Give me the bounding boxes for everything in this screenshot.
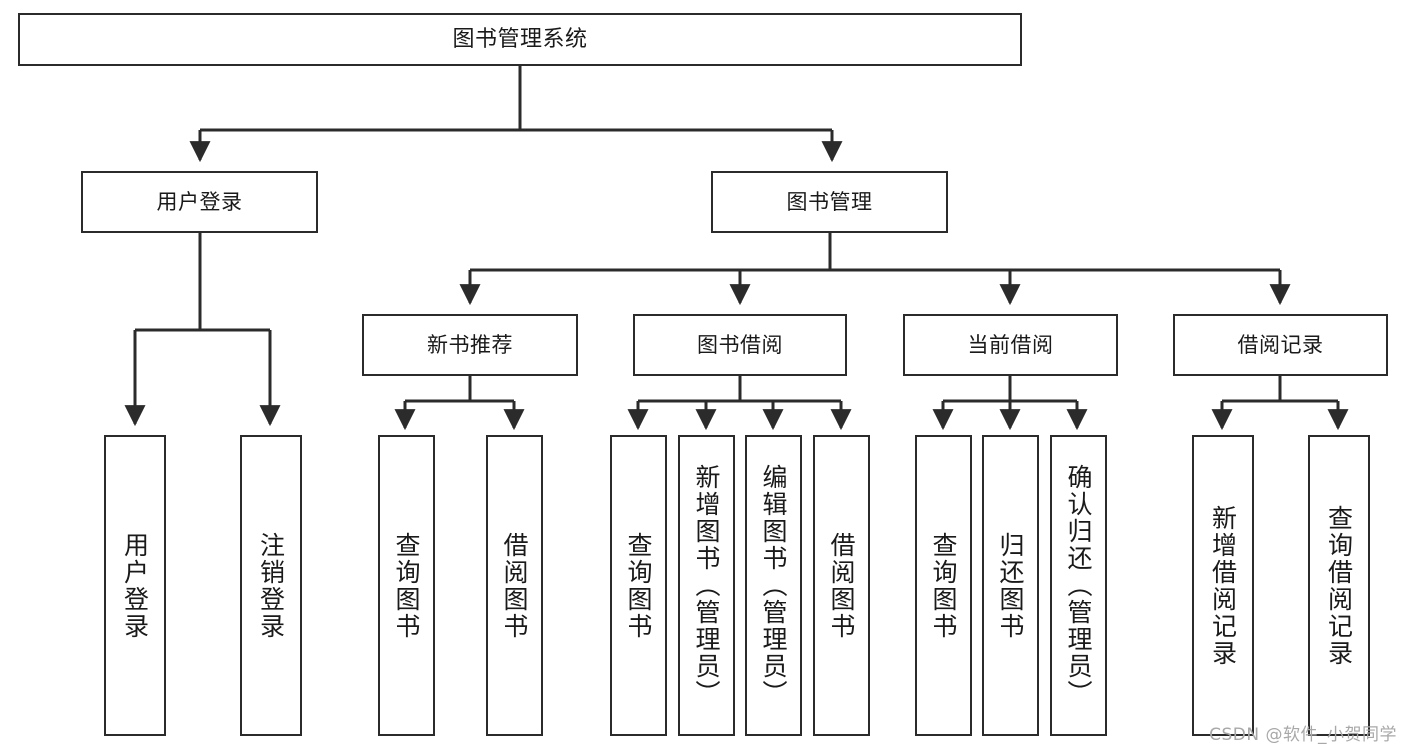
leaf-borrow-query-book[interactable]: 查询图书 xyxy=(610,435,667,736)
leaf-borrow-add-book-admin[interactable]: 新增图书（管理员） xyxy=(678,435,735,736)
leaf-recommend-borrow-book[interactable]: 借阅图书 xyxy=(486,435,543,736)
node-label: 借阅图书 xyxy=(500,531,529,640)
node-label: 新书推荐 xyxy=(427,332,513,357)
leaf-record-add-record[interactable]: 新增借阅记录 xyxy=(1192,435,1254,736)
leaf-borrow-borrow-book[interactable]: 借阅图书 xyxy=(813,435,870,736)
leaf-current-query-book[interactable]: 查询图书 xyxy=(915,435,972,736)
node-label: 借阅记录 xyxy=(1237,332,1324,357)
node-label: 图书管理 xyxy=(786,189,873,214)
node-label: 借阅图书 xyxy=(827,531,856,640)
leaf-record-query-record[interactable]: 查询借阅记录 xyxy=(1308,435,1370,736)
node-label: 新增借阅记录 xyxy=(1208,504,1238,667)
leaf-user-login-login[interactable]: 用户登录 xyxy=(104,435,166,736)
node-label: 查询借阅记录 xyxy=(1324,504,1354,667)
node-label: 图书管理系统 xyxy=(452,26,588,52)
node-label: 当前借阅 xyxy=(967,332,1054,357)
leaf-current-return-book[interactable]: 归还图书 xyxy=(982,435,1039,736)
node-root-library-system[interactable]: 图书管理系统 xyxy=(18,13,1022,66)
leaf-current-confirm-return-admin[interactable]: 确认归还（管理员） xyxy=(1050,435,1107,736)
node-book-borrow[interactable]: 图书借阅 xyxy=(633,314,847,376)
leaf-borrow-edit-book-admin[interactable]: 编辑图书（管理员） xyxy=(745,435,802,736)
node-label: 用户登录 xyxy=(120,531,150,640)
watermark: CSDN @软件_小贺同学 xyxy=(1209,725,1397,745)
node-label: 查询图书 xyxy=(392,531,421,640)
node-label: 查询图书 xyxy=(624,531,653,640)
node-user-login[interactable]: 用户登录 xyxy=(81,171,318,233)
node-borrow-record[interactable]: 借阅记录 xyxy=(1173,314,1388,376)
node-label: 查询图书 xyxy=(929,531,958,640)
node-label: 图书借阅 xyxy=(697,332,783,357)
node-label: 新增图书（管理员） xyxy=(692,464,721,707)
node-new-book-recommend[interactable]: 新书推荐 xyxy=(362,314,578,376)
node-current-borrow[interactable]: 当前借阅 xyxy=(903,314,1118,376)
node-label: 确认归还（管理员） xyxy=(1064,464,1093,707)
node-book-management[interactable]: 图书管理 xyxy=(711,171,948,233)
leaf-recommend-query-book[interactable]: 查询图书 xyxy=(378,435,435,736)
node-label: 编辑图书（管理员） xyxy=(759,464,788,707)
node-label: 用户登录 xyxy=(156,189,243,214)
node-label: 归还图书 xyxy=(996,531,1025,640)
leaf-user-login-logout[interactable]: 注销登录 xyxy=(240,435,302,736)
node-label: 注销登录 xyxy=(256,531,286,640)
